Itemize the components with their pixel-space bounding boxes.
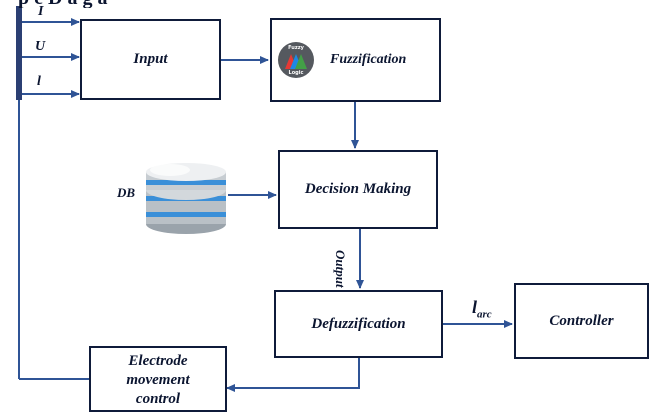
fuzzy-logo-top-text: Fuzzy [288,45,304,51]
cropped-top-caption: p e D a g a [0,0,210,8]
fuzzification-block: Fuzzy Logic Fuzzification [270,18,441,102]
input-block-label: Input [133,51,168,67]
decision-making-block: Decision Making [278,150,438,229]
defuzzification-block-label: Defuzzification [311,315,406,332]
fuzzification-block-label: Fuzzification [330,52,407,67]
db-label: DB [117,185,136,200]
input-bus-bar [16,6,22,100]
fuzzy-logo-bottom-text: Logic [288,70,304,76]
input-label-U: U [35,39,46,54]
electrode-label-line3: control [135,391,181,407]
electrode-label-line2: movement [126,372,190,388]
input-block: Input [80,19,221,100]
input-label-l: l [37,74,41,89]
electrode-movement-control-block: Electrode movement control [89,346,227,412]
larc-subscript: arc [477,308,492,321]
decision-making-block-label: Decision Making [304,181,412,197]
arrow-defuzzification-to-electrode [226,358,360,392]
input-label-I: I [38,4,44,19]
larc-label: larc [472,297,492,321]
defuzzification-block: Defuzzification [274,290,443,358]
output-label: Output [333,250,348,288]
database-icon [146,163,226,234]
controller-block-label: Controller [549,312,614,329]
electrode-label-line1: Electrode [128,353,188,369]
controller-block: Controller [514,283,649,359]
fuzzy-logic-icon: Fuzzy Logic [278,42,314,78]
